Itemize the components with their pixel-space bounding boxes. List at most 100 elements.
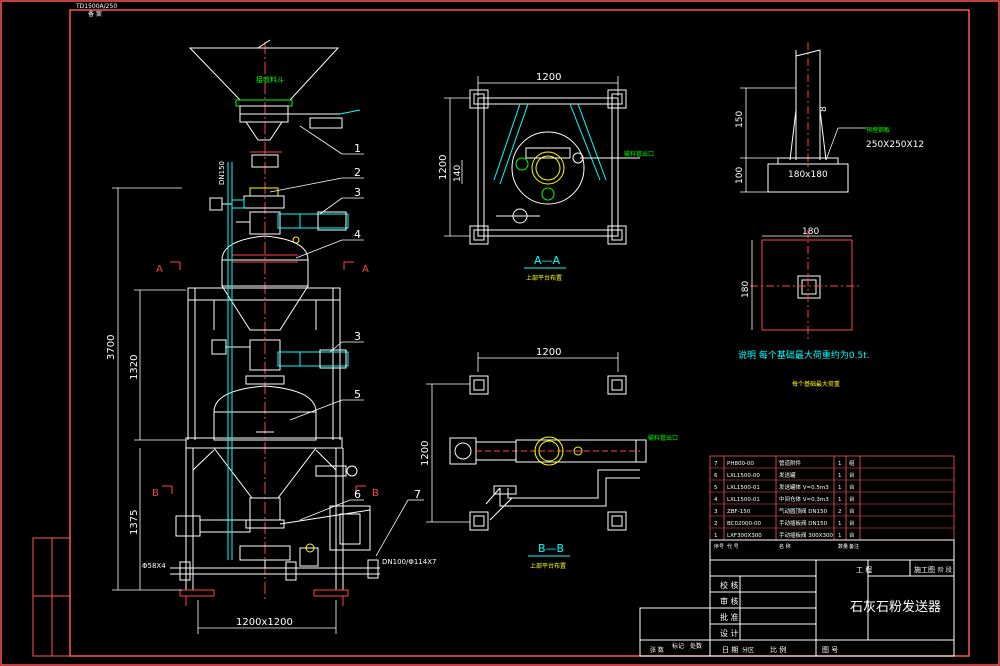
title-stage-sub: 阶 段 — [938, 566, 952, 574]
parts-header-cell: 名 称 — [779, 543, 791, 550]
view-bb — [426, 352, 647, 531]
drawing-title: 石灰石粉发送器 — [850, 599, 941, 615]
parts-cell-code: LXL1500-01 — [727, 497, 760, 503]
title-block-grid — [639, 539, 955, 657]
callout-2: 2 — [354, 166, 361, 179]
parts-cell-qty: 1 — [838, 473, 842, 479]
parts-cell-code: LXL1500-00 — [727, 473, 760, 479]
parts-cell-qty: 1 — [838, 497, 842, 503]
aa-dim-small: 140 — [453, 165, 463, 182]
detail-dim-180-side: 180 — [741, 281, 751, 298]
title-project-label: 工 程 — [856, 565, 872, 574]
bottom-extra-zone: 分区 — [742, 646, 754, 654]
parts-cell-no: 3 — [714, 509, 718, 515]
label-pipe-left: Φ58X4 — [142, 562, 166, 570]
callout-3-lower: 3 — [354, 330, 361, 343]
bb-dim-width: 1200 — [536, 347, 561, 358]
parts-cell-name: 管道附件 — [779, 459, 802, 467]
bottom-label-scale: 比 例 — [770, 645, 786, 654]
parts-header-cell: 数量 — [838, 543, 848, 550]
bb-sub-caption: 上部平台布置 — [530, 562, 566, 570]
parts-cell-mat: 台 — [849, 495, 855, 503]
bb-caption: B—B — [538, 542, 564, 555]
parts-cell-mat: 台 — [849, 507, 855, 515]
parts-header-cell: 序号 — [714, 543, 724, 550]
parts-cell-qty: 1 — [838, 521, 842, 527]
parts-cell-mat: 台 — [849, 531, 855, 539]
aa-dim-height: 1200 — [438, 155, 449, 180]
detail-note: 说明 每个基础最大荷重约为0.5t. — [738, 349, 870, 361]
detail-plate-size: 250X250X12 — [866, 140, 924, 150]
dim-base-1200x1200: 1200x1200 — [236, 617, 293, 628]
title-bottom-labels: 日 期 比 例 张 数 图 号 标记 处数 分区 — [650, 642, 838, 654]
parts-cell-no: 1 — [714, 533, 718, 539]
bottom-extra-mark: 标记 — [672, 642, 684, 650]
parts-cell-code: LXL1500-01 — [727, 485, 760, 491]
bb-pipe-label: 输料管出口 — [648, 434, 678, 442]
parts-cell-no: 4 — [714, 497, 718, 503]
bottom-label-drawing-no: 图 号 — [822, 646, 838, 654]
section-b-left: B — [152, 488, 159, 499]
label-approve: 批 准 — [720, 612, 739, 622]
bottom-label-date: 日 期 — [722, 646, 738, 654]
label-dn150: DN150 — [218, 161, 226, 185]
bottom-extra-count: 处数 — [690, 642, 702, 650]
parts-cell-name: 手动插板阀 DN150 — [779, 519, 828, 527]
parts-cell-name: 气动圆顶阀 DN150 — [779, 507, 828, 515]
detail-dim-8: 8 — [819, 106, 829, 112]
parts-cell-code: ZBF-150 — [727, 509, 751, 515]
parts-cell-no: 6 — [714, 473, 718, 479]
dim-lower-1375: 1375 — [129, 510, 140, 535]
callout-leaders — [269, 125, 424, 557]
parts-cell-qty: 1 — [838, 533, 842, 539]
header-sub: 备 案 — [88, 10, 102, 18]
callout-1: 1 — [354, 142, 361, 155]
parts-cell-qty: 2 — [838, 509, 842, 515]
label-pipe-right: DN100/Φ114X7 — [382, 558, 436, 566]
parts-cell-code: PH800-00 — [727, 461, 754, 467]
section-a-left: A — [156, 264, 163, 275]
parts-cell-mat: 台 — [849, 471, 855, 479]
detail-dim-150: 150 — [735, 111, 745, 128]
section-a-right: A — [362, 264, 369, 275]
left-margin-boxes — [32, 537, 71, 657]
parts-cell-no: 2 — [714, 521, 718, 527]
parts-cell-name: 手动插板阀 300X300 — [779, 531, 834, 539]
parts-cell-no: 7 — [714, 461, 718, 467]
parts-cell-name: 发送罐 — [779, 471, 796, 479]
parts-cell-name: 中间仓体 V=0.3m3 — [779, 495, 829, 503]
detail-note-sub: 每个基础最大荷重 — [792, 380, 840, 388]
parts-cell-code: LXF300X300 — [727, 533, 762, 539]
label-review: 审 核 — [720, 596, 739, 606]
aa-caption: A—A — [534, 254, 561, 267]
header-code: TD1500A/250 — [75, 3, 117, 10]
callout-4: 4 — [354, 228, 361, 241]
parts-header-cell: 备注 — [849, 543, 859, 550]
aa-sub-caption: 上部平台布置 — [526, 274, 562, 282]
detail-base-size: 180x180 — [788, 170, 828, 180]
bottom-label-sheets: 张 数 — [650, 646, 664, 654]
aa-pipe-label: 输料管出口 — [624, 150, 654, 158]
section-markers — [162, 261, 366, 494]
parts-cell-qty: 1 — [838, 485, 842, 491]
parts-cell-mat: 台 — [849, 519, 855, 527]
callout-5: 5 — [354, 388, 361, 401]
callout-6: 6 — [354, 488, 361, 501]
label-hopper: 接收料斗 — [256, 75, 284, 84]
parts-cell-name: 发送罐体 V=0.5m3 — [779, 483, 829, 491]
label-design: 设 计 — [720, 628, 739, 638]
main-front-view — [170, 39, 380, 606]
parts-cell-code: BC02000-00 — [727, 521, 761, 527]
aa-dim-width: 1200 — [536, 72, 561, 83]
parts-cell-mat: 组 — [849, 459, 855, 467]
dim-upper-1320: 1320 — [129, 355, 140, 380]
label-check: 校 核 — [720, 580, 739, 590]
detail-plate-label: 预埋钢板 — [866, 126, 890, 134]
callout-labels: 1 2 3 4 3 5 6 7 — [354, 142, 421, 501]
parts-cell-mat: 台 — [849, 483, 855, 491]
detail-foundation — [740, 42, 866, 340]
callout-3-upper: 3 — [354, 186, 361, 199]
